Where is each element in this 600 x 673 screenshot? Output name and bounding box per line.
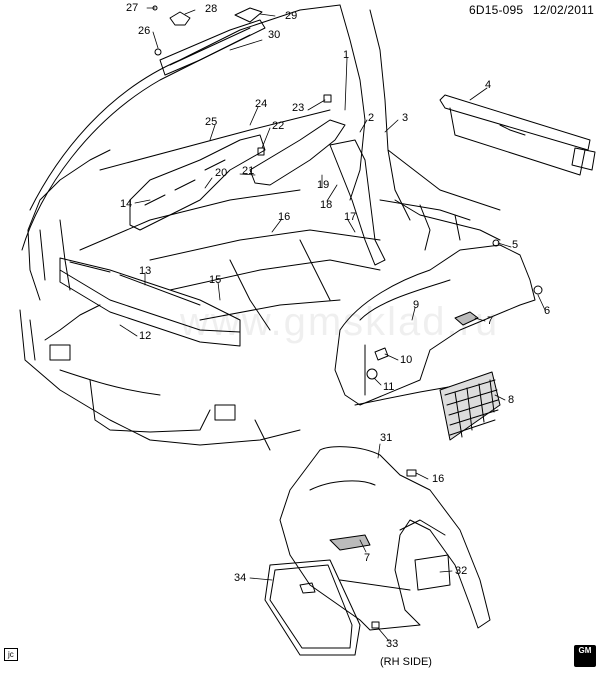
callout-31: 31 (380, 432, 393, 444)
diagram-date: 12/02/2011 (532, 3, 594, 17)
diagram-header: 6D15-095 12/02/2011 (469, 3, 594, 17)
side-trim-5 (334, 244, 536, 406)
grommet-28 (169, 11, 191, 26)
callout-13: 13 (139, 265, 152, 277)
bracket-14 (129, 134, 266, 231)
callout-24: 24 (255, 98, 268, 110)
callout-16b: 16 (432, 473, 445, 485)
footer-code: jc (4, 648, 18, 661)
callout-7: 7 (487, 315, 494, 327)
callout-1: 1 (343, 49, 350, 61)
clip-33 (371, 621, 380, 629)
hook-10 (374, 347, 389, 361)
callout-15: 15 (209, 274, 222, 286)
callout-28: 28 (205, 3, 218, 15)
callout-3: 3 (402, 112, 409, 124)
callout-11: 11 (383, 381, 395, 393)
callout-33: 33 (386, 638, 399, 650)
callout-26: 26 (138, 25, 151, 37)
retainer-16b (406, 469, 417, 477)
callout-25: 25 (205, 116, 218, 128)
trim-1 (249, 119, 346, 186)
callout-5: 5 (512, 239, 519, 251)
access-door-34 (264, 559, 361, 656)
callout-16: 16 (278, 211, 291, 223)
callout-10: 10 (400, 354, 413, 366)
leader-lines (119, 7, 546, 642)
sill-plate-13 (59, 257, 241, 347)
callout-22: 22 (272, 120, 285, 132)
callout-14: 14 (120, 198, 133, 210)
callout-34: 34 (234, 572, 247, 584)
callout-32: 32 (455, 565, 468, 577)
lamp-7a (454, 311, 479, 326)
callout-8: 8 (508, 394, 515, 406)
pillar-trim-18 (329, 139, 386, 266)
callout-9: 9 (413, 299, 420, 311)
clip-29 (234, 7, 263, 23)
clip-23 (323, 94, 332, 103)
callout-17: 17 (344, 211, 357, 223)
diagram-code: 6D15-095 (468, 3, 524, 17)
callout-29: 29 (285, 10, 298, 22)
fastener-6 (533, 285, 543, 295)
gm-logo: GM (574, 645, 596, 667)
trim-30 (159, 19, 266, 76)
cargo-net-8 (439, 371, 501, 441)
hook-11 (366, 368, 378, 380)
callout-21: 21 (242, 165, 255, 177)
callout-2: 2 (368, 112, 375, 124)
callout-20: 20 (215, 167, 228, 179)
callout-12: 12 (139, 330, 152, 342)
body-structure (19, 4, 501, 451)
callout-4: 4 (485, 79, 492, 91)
cargo-cover-4 (439, 94, 596, 176)
side-trim-31 (279, 446, 491, 631)
callout-30: 30 (268, 29, 281, 41)
nut-26 (154, 48, 162, 56)
callout-19: 19 (317, 179, 330, 191)
callout-7b: 7 (364, 552, 371, 564)
rh-side-label: (RH SIDE) (380, 656, 432, 668)
clip-22 (257, 147, 265, 156)
callout-23: 23 (292, 102, 305, 114)
callout-27: 27 (126, 2, 139, 14)
watermark: www.gmsklad.ru (180, 300, 500, 344)
callout-18: 18 (320, 199, 333, 211)
callout-6: 6 (544, 305, 551, 317)
